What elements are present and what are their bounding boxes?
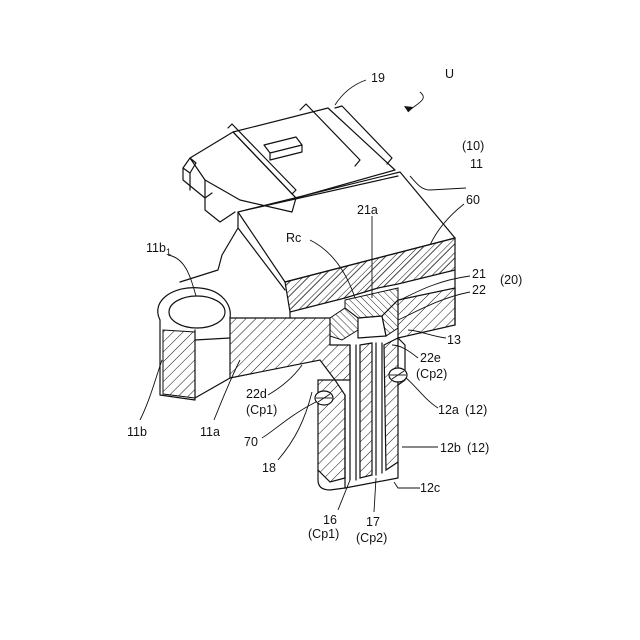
label-12a: 12a [438,403,459,417]
label-U: U [445,67,454,81]
label-16: 16 [323,513,337,527]
label-11: 11 [470,157,483,171]
label-70: 70 [244,435,258,449]
label-21a: 21a [357,203,378,217]
label-12b: 12b [440,441,461,455]
label-13: 13 [447,333,461,347]
label-cp2-a: (Cp2) [416,367,447,381]
label-10: (10) [462,139,484,153]
label-cp1-a: (Cp1) [246,403,277,417]
label-60: 60 [466,193,480,207]
label-11b: 11b [127,425,147,439]
flange-11b [158,288,231,400]
label-11b1: 11b1 [146,241,171,257]
label-22d: 22d [246,387,267,401]
label-Rc: Rc [286,231,301,245]
label-12-a: (12) [465,403,487,417]
label-12c: 12c [420,481,440,495]
label-22: 22 [472,283,486,297]
label-cp2-b: (Cp2) [356,531,387,545]
label-19: 19 [371,71,385,85]
label-12-b: (12) [467,441,489,455]
label-20: (20) [500,273,522,287]
label-21: 21 [472,267,486,281]
label-11a: 11a [200,425,220,439]
label-cp1-b: (Cp1) [308,527,339,541]
label-17: 17 [366,515,380,529]
label-22e: 22e [420,351,441,365]
label-18: 18 [262,461,276,475]
